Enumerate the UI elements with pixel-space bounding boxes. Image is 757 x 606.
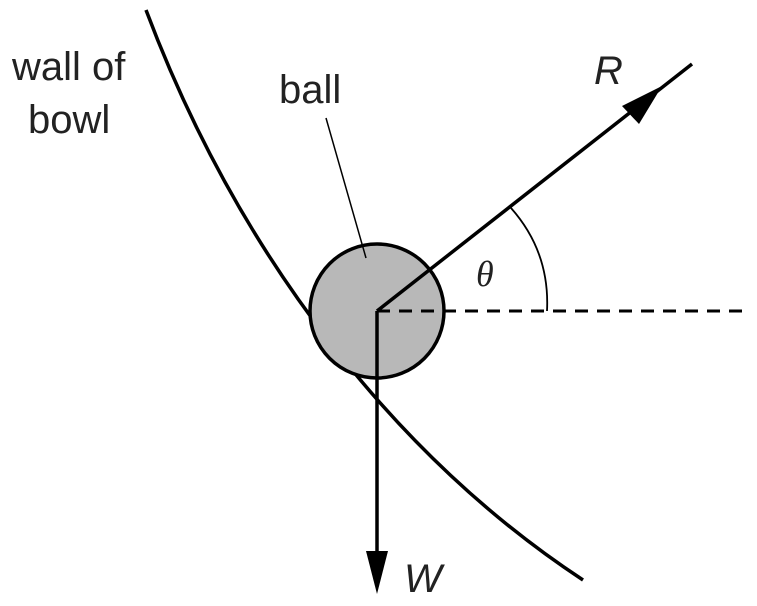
ball-pointer-line [325,117,367,259]
angle-theta-arc [510,207,549,312]
angle-theta-label: θ [476,254,494,294]
ball-label: ball [279,68,341,112]
weight-force-label: W [404,557,445,601]
wall-of-bowl-label-line2: bowl [28,98,110,142]
reaction-force-arrowhead [622,86,662,124]
wall-of-bowl-label-line1: wall of [11,45,126,89]
weight-force-arrowhead [366,551,388,594]
reaction-force-label: R [594,49,623,93]
